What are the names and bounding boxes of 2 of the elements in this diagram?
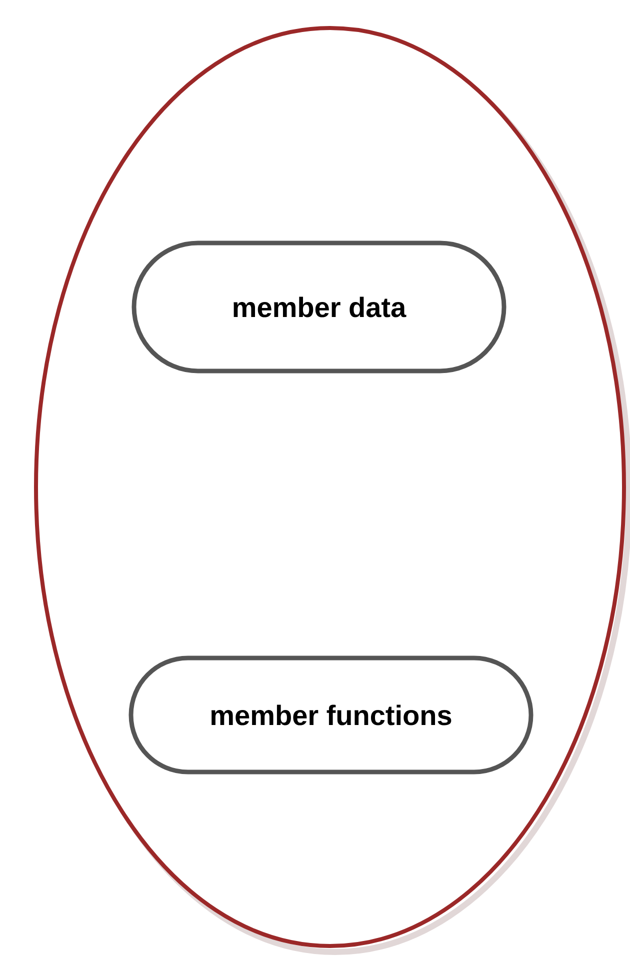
rounded-box: member functions	[128, 656, 534, 774]
rounded-box: member data	[132, 240, 506, 374]
